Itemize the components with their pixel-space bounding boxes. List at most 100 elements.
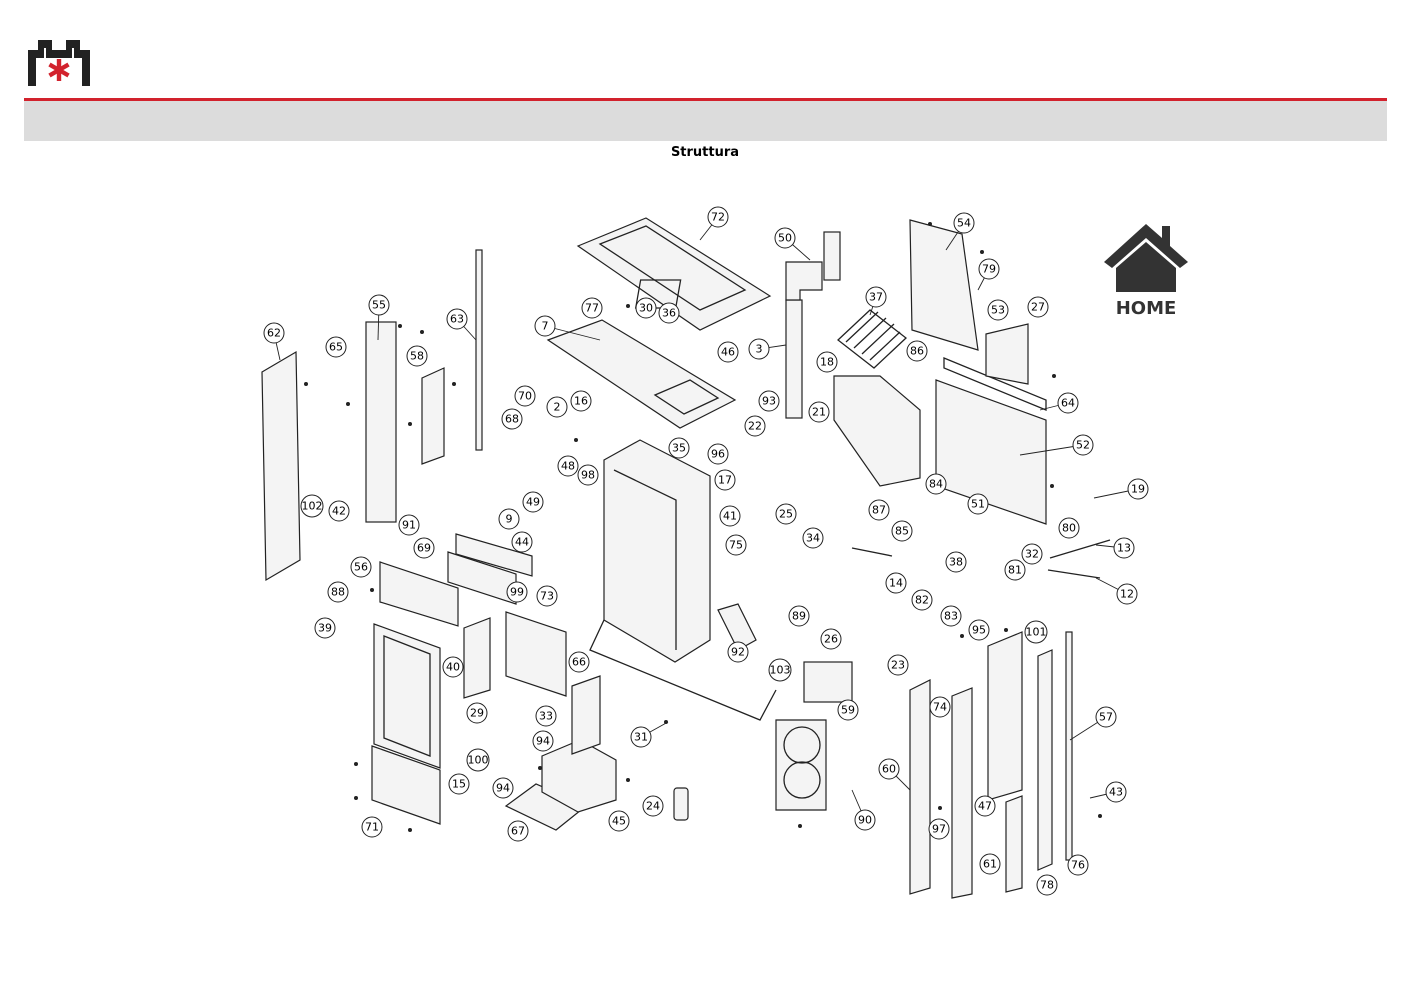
callout-72[interactable]: 72	[707, 206, 729, 228]
callout-47[interactable]: 47	[974, 795, 996, 817]
callout-95[interactable]: 95	[968, 619, 990, 641]
callout-19[interactable]: 19	[1127, 478, 1149, 500]
callout-71[interactable]: 71	[361, 816, 383, 838]
callout-88[interactable]: 88	[327, 581, 349, 603]
callout-9[interactable]: 9	[498, 508, 520, 530]
callout-25[interactable]: 25	[775, 503, 797, 525]
callout-3[interactable]: 3	[748, 338, 770, 360]
callout-99[interactable]: 99	[506, 581, 528, 603]
callout-98[interactable]: 98	[577, 464, 599, 486]
callout-82[interactable]: 82	[911, 589, 933, 611]
callout-29[interactable]: 29	[466, 702, 488, 724]
callout-62[interactable]: 62	[263, 322, 285, 344]
callout-48[interactable]: 48	[557, 455, 579, 477]
callout-87[interactable]: 87	[868, 499, 890, 521]
callout-39[interactable]: 39	[314, 617, 336, 639]
callout-70[interactable]: 70	[514, 385, 536, 407]
callout-58[interactable]: 58	[406, 345, 428, 367]
callout-7[interactable]: 7	[534, 315, 556, 337]
callout-22[interactable]: 22	[744, 415, 766, 437]
callout-84[interactable]: 84	[925, 473, 947, 495]
callout-67[interactable]: 67	[507, 820, 529, 842]
svg-text:57: 57	[1099, 711, 1113, 724]
callout-31[interactable]: 31	[630, 726, 652, 748]
callout-68[interactable]: 68	[501, 408, 523, 430]
callout-63[interactable]: 63	[446, 308, 468, 330]
callout-26[interactable]: 26	[820, 628, 842, 650]
callout-54[interactable]: 54	[953, 212, 975, 234]
callout-27[interactable]: 27	[1027, 296, 1049, 318]
callout-41[interactable]: 41	[719, 505, 741, 527]
callout-2[interactable]: 2	[546, 396, 568, 418]
callout-59[interactable]: 59	[837, 699, 859, 721]
callout-89[interactable]: 89	[788, 605, 810, 627]
callout-65[interactable]: 65	[325, 336, 347, 358]
callout-81[interactable]: 81	[1004, 559, 1026, 581]
callout-30[interactable]: 30	[635, 297, 657, 319]
callout-85[interactable]: 85	[891, 520, 913, 542]
callout-90[interactable]: 90	[854, 809, 876, 831]
callout-97[interactable]: 97	[928, 818, 950, 840]
callout-57[interactable]: 57	[1095, 706, 1117, 728]
svg-text:90: 90	[858, 814, 872, 827]
callout-51[interactable]: 51	[967, 493, 989, 515]
callout-75[interactable]: 75	[725, 534, 747, 556]
callout-38[interactable]: 38	[945, 551, 967, 573]
callout-53[interactable]: 53	[987, 299, 1009, 321]
callout-21[interactable]: 21	[808, 401, 830, 423]
callout-94b[interactable]: 94	[492, 777, 514, 799]
home-button[interactable]: HOME	[1100, 218, 1192, 319]
callout-12[interactable]: 12	[1116, 583, 1138, 605]
callout-52[interactable]: 52	[1072, 434, 1094, 456]
callout-91[interactable]: 91	[398, 514, 420, 536]
callout-55[interactable]: 55	[368, 294, 390, 316]
svg-text:7: 7	[542, 320, 549, 333]
callout-96[interactable]: 96	[707, 443, 729, 465]
callout-76[interactable]: 76	[1067, 854, 1089, 876]
callout-69[interactable]: 69	[413, 537, 435, 559]
callout-42[interactable]: 42	[328, 500, 350, 522]
callout-13[interactable]: 13	[1113, 537, 1135, 559]
callout-16[interactable]: 16	[570, 390, 592, 412]
callout-60[interactable]: 60	[878, 758, 900, 780]
callout-15[interactable]: 15	[448, 773, 470, 795]
callout-37[interactable]: 37	[865, 286, 887, 308]
callout-78[interactable]: 78	[1036, 874, 1058, 896]
callout-44[interactable]: 44	[511, 531, 533, 553]
callout-23[interactable]: 23	[887, 654, 909, 676]
callout-33[interactable]: 33	[535, 705, 557, 727]
callout-43[interactable]: 43	[1105, 781, 1127, 803]
callout-100[interactable]: 100	[466, 748, 490, 772]
callout-14[interactable]: 14	[885, 572, 907, 594]
callout-102[interactable]: 102	[300, 494, 324, 518]
callout-32[interactable]: 32	[1021, 543, 1043, 565]
callout-86[interactable]: 86	[906, 340, 928, 362]
callout-34[interactable]: 34	[802, 527, 824, 549]
callout-64[interactable]: 64	[1057, 392, 1079, 414]
callout-80[interactable]: 80	[1058, 517, 1080, 539]
callout-36[interactable]: 36	[658, 302, 680, 324]
callout-103[interactable]: 103	[768, 658, 792, 682]
callout-17[interactable]: 17	[714, 469, 736, 491]
callout-45[interactable]: 45	[608, 810, 630, 832]
callout-61[interactable]: 61	[979, 853, 1001, 875]
callout-92[interactable]: 92	[727, 641, 749, 663]
callout-94a[interactable]: 94	[532, 730, 554, 752]
callout-35[interactable]: 35	[668, 437, 690, 459]
callout-93[interactable]: 93	[758, 390, 780, 412]
callout-49[interactable]: 49	[522, 491, 544, 513]
callout-18[interactable]: 18	[816, 351, 838, 373]
callout-56[interactable]: 56	[350, 556, 372, 578]
callout-24[interactable]: 24	[642, 795, 664, 817]
callout-79[interactable]: 79	[978, 258, 1000, 280]
callout-83[interactable]: 83	[940, 605, 962, 627]
callout-101[interactable]: 101	[1024, 620, 1048, 644]
callout-50[interactable]: 50	[774, 227, 796, 249]
callout-66[interactable]: 66	[568, 651, 590, 673]
callout-74[interactable]: 74	[929, 696, 951, 718]
callout-73[interactable]: 73	[536, 585, 558, 607]
callout-77[interactable]: 77	[581, 297, 603, 319]
svg-text:24: 24	[646, 800, 660, 813]
callout-40[interactable]: 40	[442, 656, 464, 678]
callout-46[interactable]: 46	[717, 341, 739, 363]
